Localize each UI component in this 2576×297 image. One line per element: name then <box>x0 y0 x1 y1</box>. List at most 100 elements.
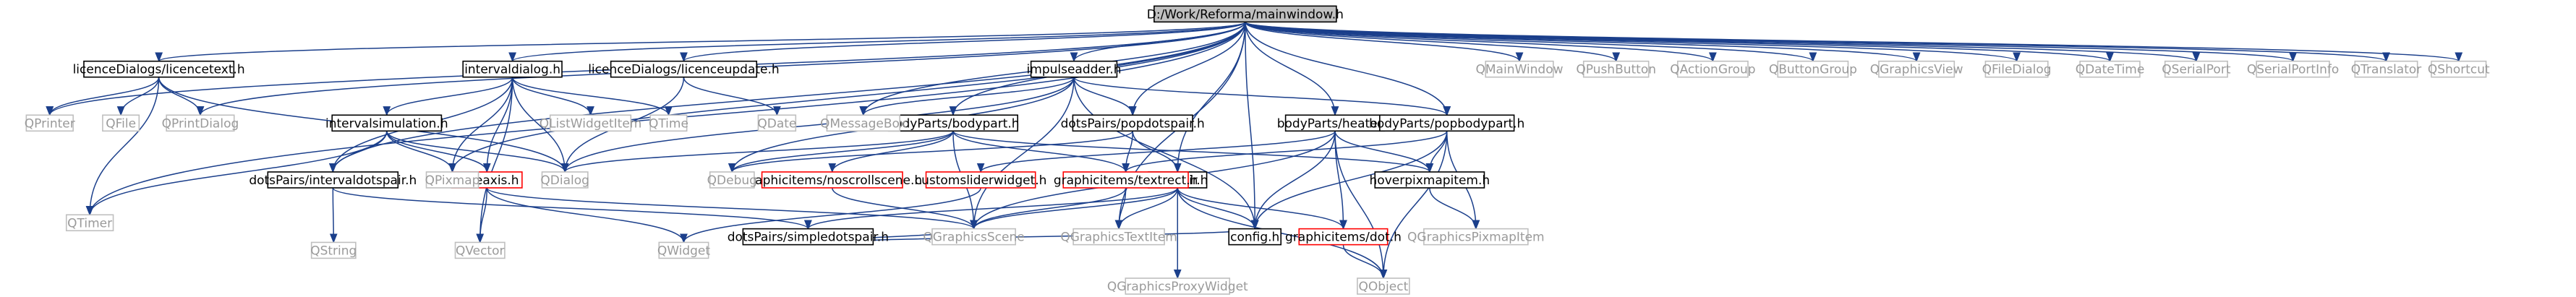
node-box-mainwindow[interactable] <box>1153 5 1337 23</box>
node-QTranslator: QTranslator <box>2351 60 2422 78</box>
node-label-QFileDialog: QFileDialog <box>1982 63 2052 77</box>
edge-heater-to-config <box>1250 131 1336 230</box>
node-label-QDialog: QDialog <box>540 173 589 188</box>
node-label-popbodypart: bodyParts/popbodypart.h <box>1369 116 1524 131</box>
node-intervalsimulation[interactable]: intervalsimulation.h <box>325 114 448 132</box>
node-box-licenceupdate[interactable] <box>610 60 758 78</box>
node-label-config: config.h <box>1230 231 1279 245</box>
edge-popdotspair-to-QDebug <box>728 130 1133 173</box>
node-box-intervaldotspair[interactable] <box>267 171 399 189</box>
node-label-noscrollscene: graphicitems/noscrollscene.h <box>742 173 922 188</box>
node-box-popbodypart[interactable] <box>1379 114 1515 132</box>
edge-intervaldialog-to-QVector <box>476 77 513 244</box>
edge-mainwindow-to-QMainWindow <box>1245 22 1524 63</box>
node-box-QDate <box>757 114 797 132</box>
node-box-QGraphicsPixmapItem <box>1423 228 1529 246</box>
node-box-QButtonGroup <box>1777 60 1849 78</box>
node-intervaldotspair[interactable]: dotsPairs/intervaldotspair.h <box>249 171 417 189</box>
node-label-bodypart: bodyParts/bodypart.h <box>887 116 1019 131</box>
node-QVector: QVector <box>454 241 506 259</box>
node-heater[interactable]: bodyParts/heater.h <box>1277 114 1394 132</box>
node-box-customsliderwidget[interactable] <box>925 171 1036 189</box>
node-label-dot: graphicitems/dot.h <box>1285 231 1402 245</box>
edge-dot-to-QObject <box>1342 244 1388 280</box>
node-textrect[interactable]: graphicitems/textrect.h <box>1054 171 1198 189</box>
node-impulseadder[interactable]: impulseadder.h <box>1027 60 1122 78</box>
node-box-licencetext[interactable] <box>83 60 235 78</box>
node-QDate: QDate <box>757 114 797 132</box>
node-label-QGraphicsProxyWidget: QGraphicsProxyWidget <box>1107 280 1248 294</box>
edge-dotspair-to-dot <box>1177 187 1347 230</box>
node-box-textrect[interactable] <box>1062 171 1189 189</box>
node-customsliderwidget[interactable]: customsliderwidget.h <box>915 171 1047 189</box>
node-licencetext[interactable]: licenceDialogs/licencetext.h <box>73 60 245 78</box>
node-box-noscrollscene[interactable] <box>761 171 903 189</box>
edge-intervaldialog-to-QDialog <box>511 77 569 173</box>
node-QDialog: QDialog <box>540 171 589 189</box>
node-QListWidgetItem: QListWidgetItem <box>539 114 641 132</box>
node-hoverpixmapitem[interactable]: hoverpixmapitem.h <box>1370 171 1490 189</box>
node-label-QGraphicsTextItem: QGraphicsTextItem <box>1060 231 1177 245</box>
edge-licencetext-to-QPrintDialog <box>158 77 205 116</box>
node-label-QPrintDialog: QPrintDialog <box>162 116 239 131</box>
node-QFile: QFile <box>102 114 140 132</box>
node-QTime: QTime <box>649 114 688 132</box>
node-box-QDateTime <box>2079 60 2141 78</box>
node-noscrollscene[interactable]: graphicitems/noscrollscene.h <box>742 171 922 189</box>
node-popbodypart[interactable]: bodyParts/popbodypart.h <box>1369 114 1524 132</box>
node-QSerialPort: QSerialPort <box>2162 60 2231 78</box>
edge-mainwindow-to-QFileDialog <box>1245 21 2021 63</box>
node-dot[interactable]: graphicitems/dot.h <box>1285 228 1402 246</box>
edge-mainwindow-to-QSerialPortInfo <box>1245 21 2297 63</box>
edge-bodypart-to-hoverpixmapitem <box>952 130 1433 173</box>
node-box-QListWidgetItem <box>549 114 632 132</box>
node-box-impulseadder[interactable] <box>1030 60 1118 78</box>
edge-intervaldialog-to-QListWidgetItem <box>511 77 594 116</box>
node-box-simpledotspair[interactable] <box>742 228 874 246</box>
node-config[interactable]: config.h <box>1228 228 1282 246</box>
node-box-QSerialPort <box>2164 60 2228 78</box>
edge-mainwindow-to-popbodypart <box>1245 22 1451 116</box>
edge-bodypart-to-noscrollscene <box>828 131 954 173</box>
node-box-QGraphicsTextItem <box>1072 228 1165 246</box>
node-label-QObject: QObject <box>1358 280 1408 294</box>
edge-mainwindow-to-intervaldialog <box>508 21 1246 63</box>
node-label-QDebug: QDebug <box>707 173 757 188</box>
node-label-hoverpixmapitem: hoverpixmapitem.h <box>1370 173 1490 188</box>
node-box-QString <box>310 241 357 259</box>
node-popdotspair[interactable]: dotsPairs/popdotspair.h <box>1061 114 1205 132</box>
edge-dotspair-to-QGraphicsScene <box>970 187 1179 230</box>
node-simpledotspair[interactable]: dotsPairs/simpledotspair.h <box>728 228 889 246</box>
node-QDateTime: QDateTime <box>2076 60 2145 78</box>
node-label-QDateTime: QDateTime <box>2076 63 2145 77</box>
node-intervaldialog[interactable]: intervaldialog.h <box>462 60 563 78</box>
node-label-QTranslator: QTranslator <box>2351 63 2422 77</box>
node-bodypart[interactable]: bodyParts/bodypart.h <box>887 114 1020 132</box>
node-box-QFile <box>102 114 140 132</box>
edge-timeaxis-to-QWidget <box>486 187 688 244</box>
node-label-QFile: QFile <box>106 116 136 131</box>
edge-mainwindow-to-intervaldotspair <box>329 22 1246 173</box>
node-box-dot[interactable] <box>1298 228 1389 246</box>
node-QPrintDialog: QPrintDialog <box>162 114 239 132</box>
node-licenceupdate[interactable]: licenceDialogs/licenceupdate.h <box>588 60 780 78</box>
node-label-QPixmap: QPixmap <box>425 173 480 188</box>
edge-mainwindow-to-heater <box>1245 22 1339 116</box>
node-box-intervalsimulation[interactable] <box>331 114 443 132</box>
node-mainwindow[interactable]: D:/Work/Reforma/mainwindow.h <box>1147 5 1344 23</box>
edge-licencetext-to-QTimer <box>85 77 160 216</box>
edge-popbodypart-to-textrect <box>1122 130 1448 173</box>
node-label-impulseadder: impulseadder.h <box>1027 63 1122 77</box>
node-box-config[interactable] <box>1228 228 1282 246</box>
node-QWidget: QWidget <box>657 241 710 259</box>
node-box-hoverpixmapitem[interactable] <box>1374 171 1485 189</box>
node-label-QButtonGroup: QButtonGroup <box>1769 63 1857 77</box>
edge-impulseadder-to-QGraphicsScene <box>970 77 1075 230</box>
node-label-QPushButton: QPushButton <box>1576 63 1656 77</box>
edge-mainwindow-to-QTranslator <box>1245 21 2390 63</box>
node-QMainWindow: QMainWindow <box>1476 60 1564 78</box>
edge-intervalsimulation-to-QDialog <box>386 131 569 173</box>
node-box-popdotspair[interactable] <box>1072 114 1193 132</box>
edge-heater-to-hoverpixmapitem <box>1334 131 1434 173</box>
node-box-intervaldialog[interactable] <box>462 60 563 78</box>
